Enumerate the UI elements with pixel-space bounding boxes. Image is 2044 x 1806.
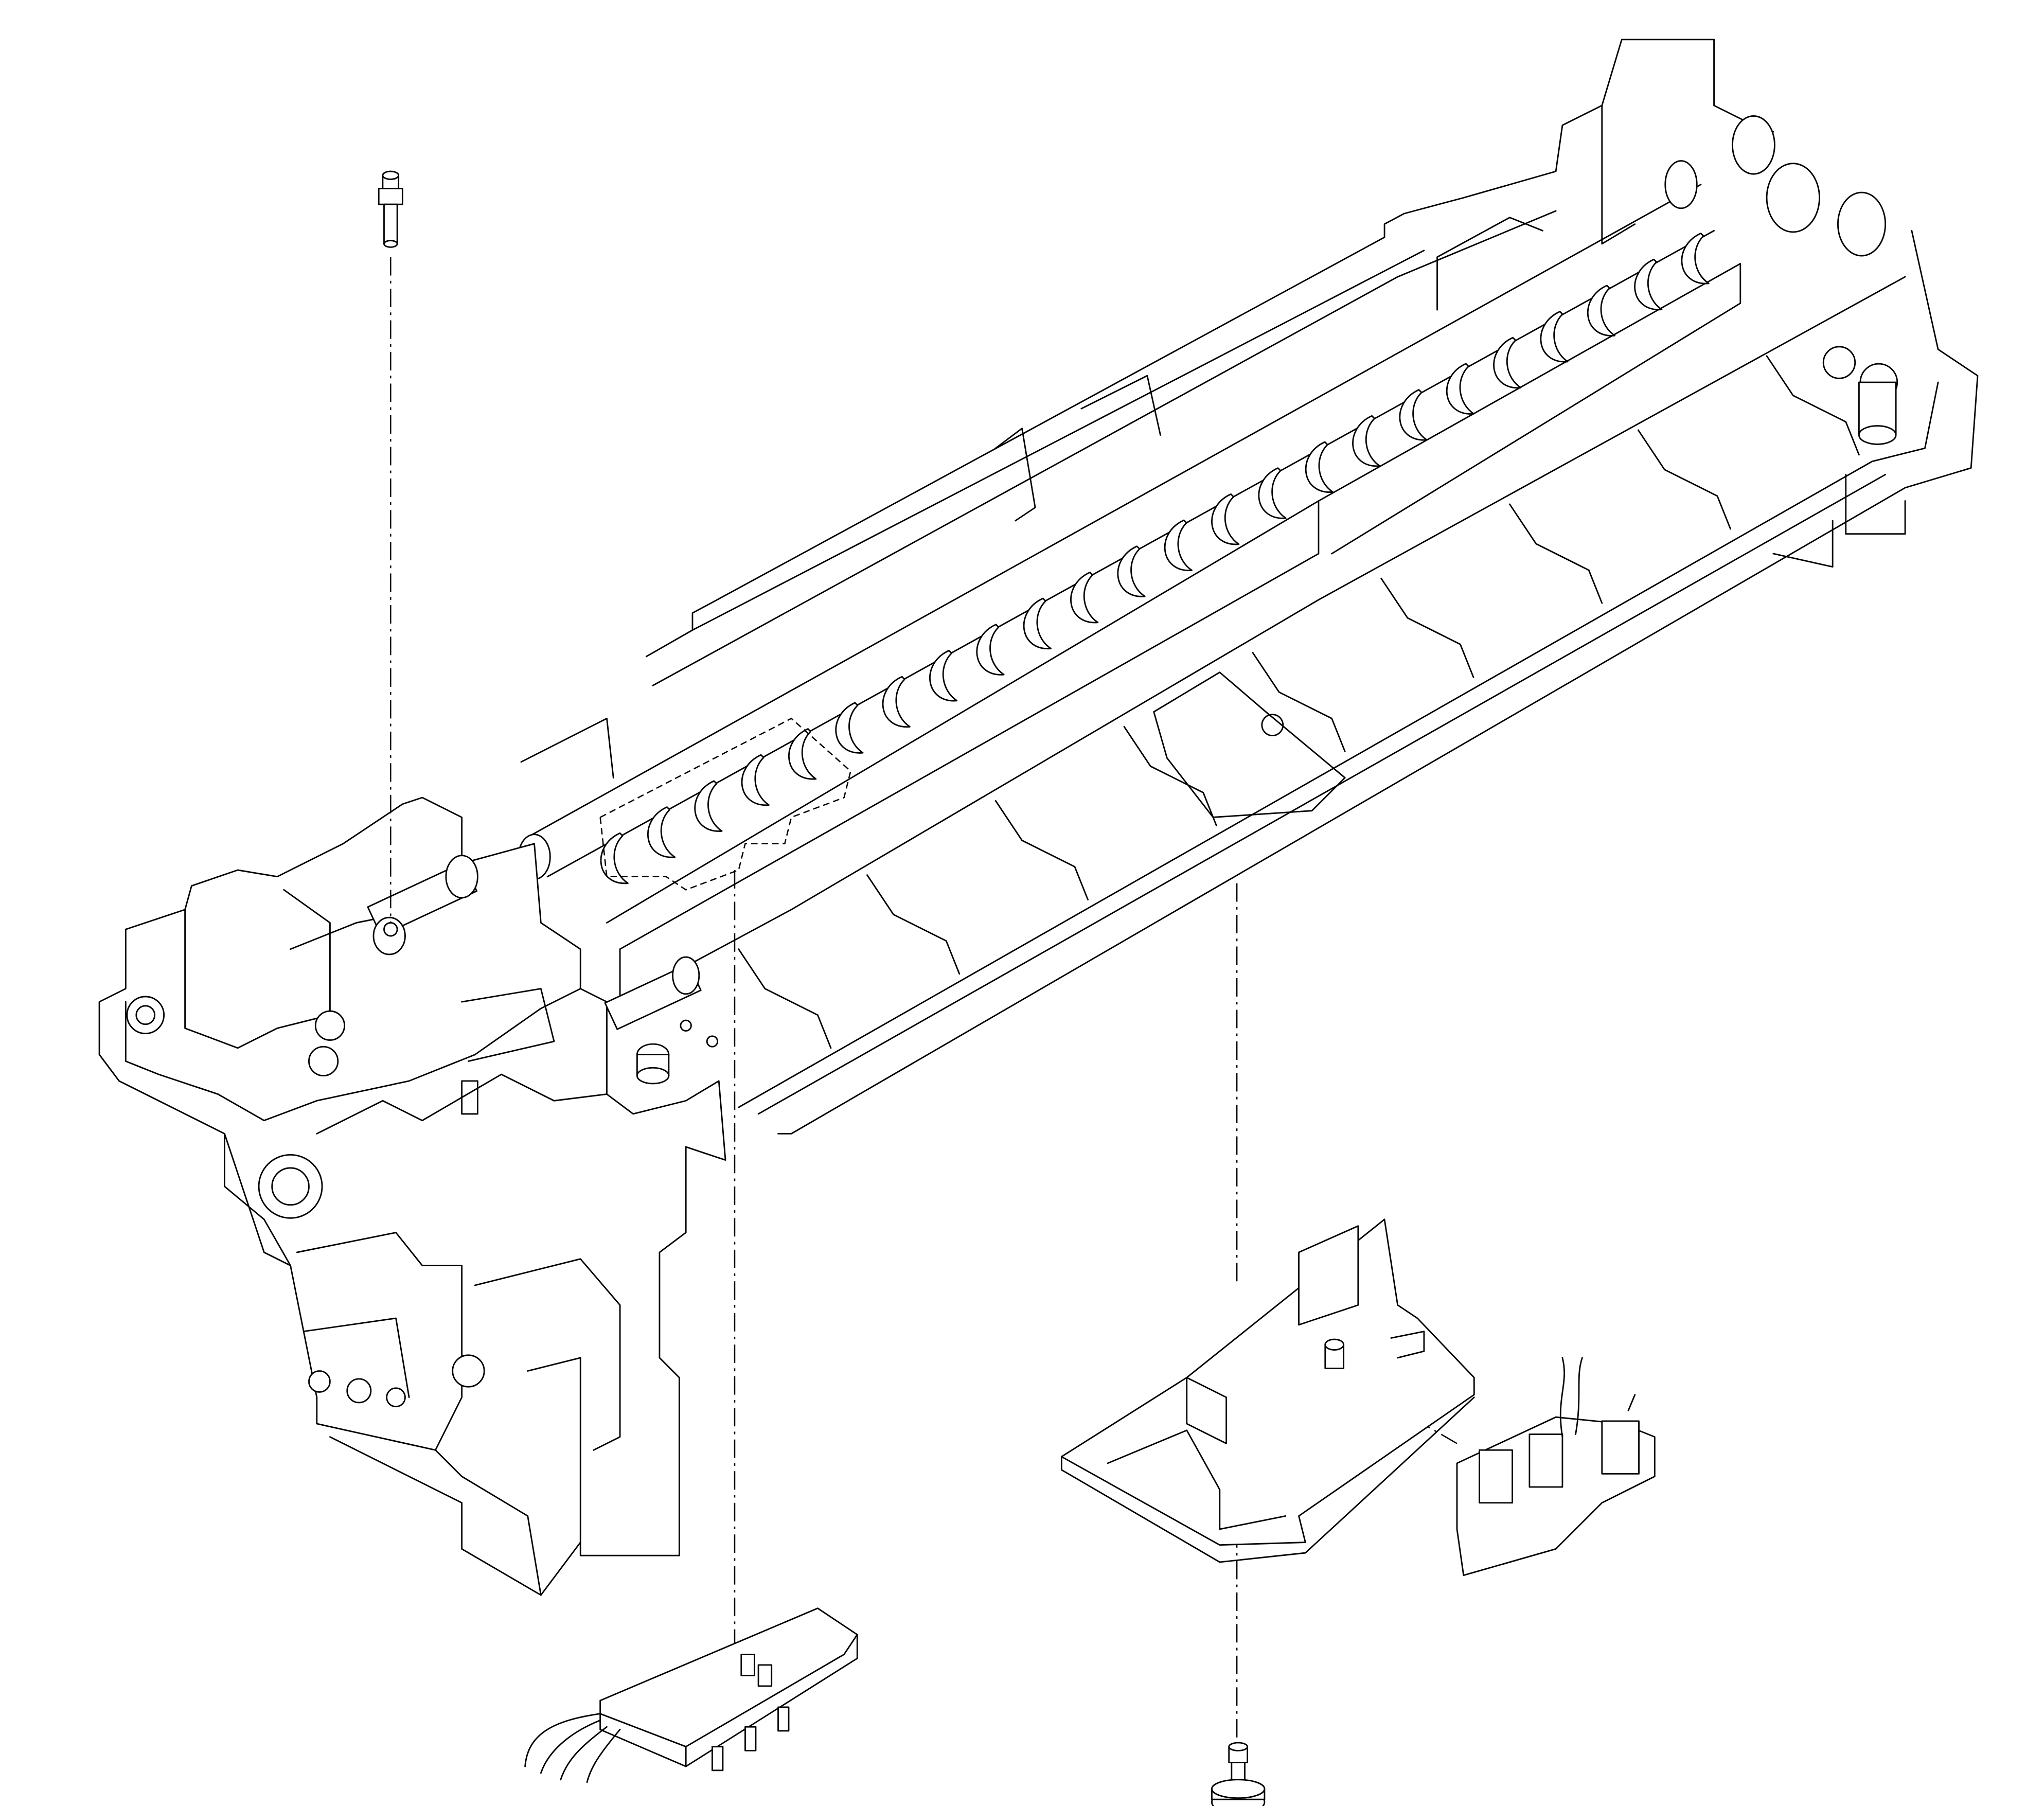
roller-fin (1164, 519, 1193, 571)
roller-fin (1399, 389, 1428, 441)
roller-fin (1258, 467, 1287, 519)
pin-part (378, 170, 403, 937)
roller-fin (1352, 415, 1381, 467)
roller-fin (882, 676, 911, 728)
frame-ribs (738, 355, 1860, 1049)
screw-part (1211, 1742, 1266, 1806)
sensor-board-left (524, 1607, 858, 1783)
frame-rib (1637, 429, 1732, 530)
sensor-holder (1060, 1218, 1475, 1563)
roller-fin (1681, 233, 1710, 285)
roller-fin (741, 754, 770, 806)
photo-sensor (1456, 1357, 1656, 1577)
frame-assembly (518, 39, 1979, 1135)
frame-rib (994, 800, 1089, 901)
roller-fin (600, 832, 629, 884)
roller-fin (1023, 597, 1052, 649)
frame-rib (738, 948, 832, 1049)
roller-fin (647, 806, 676, 858)
roller-fin (1493, 337, 1522, 388)
frame-rib (1252, 651, 1346, 752)
frame-rib (1123, 725, 1217, 826)
frame-rib (1509, 503, 1603, 604)
roller-fin (1634, 258, 1663, 310)
roller-fin (976, 624, 1005, 676)
roller-fin (694, 780, 723, 832)
roller-spiral-fins (600, 233, 1710, 884)
roller-fin (1305, 441, 1334, 493)
roller-fin (1446, 363, 1475, 415)
roller-fin (1117, 545, 1146, 597)
frame-rib (866, 874, 961, 975)
left-drive-assembly (98, 796, 726, 1596)
roller-fin (835, 702, 864, 754)
frame-rib (1380, 577, 1474, 678)
roller-fin (1211, 493, 1240, 545)
roller-fin (1587, 285, 1616, 337)
roller-fin (788, 728, 817, 780)
roller-fin (1070, 571, 1099, 624)
frame-rib (1766, 355, 1860, 456)
roller-fin (929, 650, 958, 702)
roller-fin (1540, 311, 1569, 363)
